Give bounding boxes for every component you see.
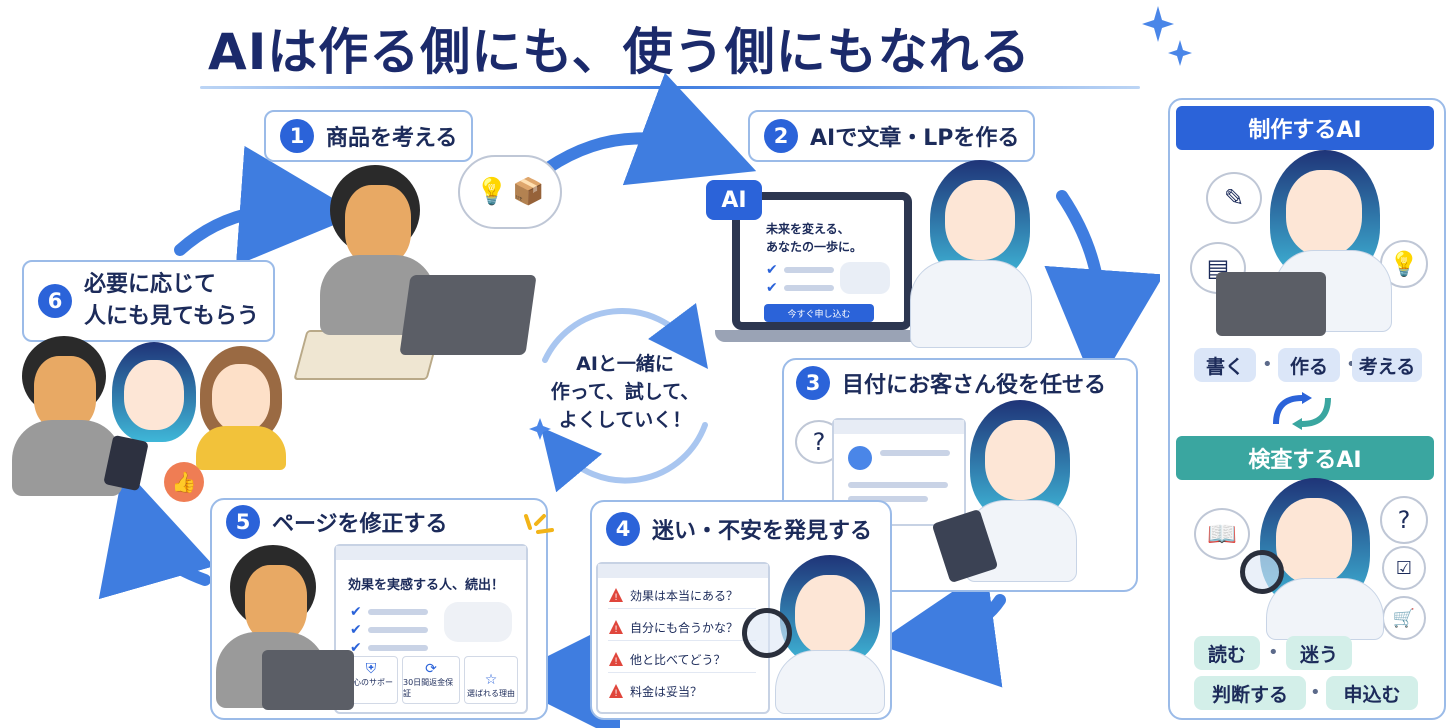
checklist-icon: ☑ bbox=[1382, 546, 1426, 590]
warning-icon: ! bbox=[609, 684, 623, 699]
arrow-1-to-2 bbox=[542, 72, 757, 186]
feature-badge-refund: ⟳30日間返金保証 bbox=[402, 656, 460, 704]
pencil-icon: ✎ bbox=[1206, 172, 1262, 224]
arrow-5-to-6 bbox=[98, 467, 215, 600]
girl-face bbox=[124, 360, 184, 430]
ai-roles-panel: 制作するAI ✎ ▤ 💡 書く • 作る • 考える 検査するAI 📖 ? ☑ … bbox=[1168, 98, 1446, 720]
browser-window-5: 効果を実感する人、続出！ ✔ ✔ ✔ ⛨安心のサポート ⟳30日間返金保証 ☆選… bbox=[334, 544, 528, 714]
woman-face bbox=[212, 364, 270, 432]
page-title: AIは作る側にも、使う側にもなれる bbox=[208, 23, 1031, 81]
lp-headline: 未来を変える、 あなたの一歩に。 bbox=[766, 222, 863, 254]
chip-think: 考える bbox=[1352, 348, 1422, 382]
thought-bubble: 💡 📦 bbox=[458, 155, 562, 229]
thumbs-up-icon: 👍 bbox=[164, 462, 204, 502]
question-icon: ? bbox=[1380, 496, 1428, 544]
lightbulb-icon: 💡 bbox=[475, 177, 508, 207]
sneaker-image bbox=[840, 262, 890, 294]
shield-icon: ⛨ bbox=[365, 661, 377, 677]
laptop-panel bbox=[1216, 272, 1326, 336]
user-avatar-icon bbox=[848, 446, 872, 470]
lp-apply-button[interactable]: 今すぐ申し込む bbox=[764, 304, 874, 322]
girl-face bbox=[985, 420, 1055, 500]
feature-badge-reason: ☆選ばれる理由 bbox=[464, 656, 518, 704]
cart-icon: 🛒 bbox=[1382, 596, 1426, 640]
magnifier-icon bbox=[742, 608, 792, 658]
svg-text:!: ! bbox=[614, 625, 618, 635]
chip-apply: 申込む bbox=[1326, 676, 1418, 710]
warning-icon: ! bbox=[609, 588, 623, 603]
girl-hoodie bbox=[910, 260, 1032, 348]
inspect-ai-header: 検査するAI bbox=[1176, 436, 1434, 480]
laptop-1 bbox=[399, 275, 537, 355]
man-face bbox=[345, 185, 411, 265]
woman-shirt bbox=[196, 426, 286, 470]
center-sparkle-icon bbox=[529, 418, 551, 440]
chip-hesitate: 迷う bbox=[1286, 636, 1352, 670]
chip-make: 作る bbox=[1278, 348, 1340, 382]
center-cycle-arrow-bottom bbox=[540, 422, 708, 493]
chip-write: 書く bbox=[1194, 348, 1256, 382]
browser-window-4: !効果は本当にある？ !自分にも合うかな？ !他と比べてどう？ !料金は妥当？ bbox=[596, 562, 770, 714]
sparkle-lines-icon bbox=[524, 514, 554, 534]
box-icon: 📦 bbox=[512, 177, 545, 207]
cycle-arrows bbox=[98, 72, 1160, 728]
man-face bbox=[245, 565, 307, 641]
check-icon: ✔ bbox=[350, 604, 362, 620]
center-message: AIと一緒に 作って、試して、 よくしていく！ bbox=[550, 353, 700, 431]
svg-text:!: ! bbox=[614, 689, 618, 699]
star-icon: ☆ bbox=[484, 672, 498, 688]
warning-icon: ! bbox=[609, 620, 623, 635]
arrow-6-to-1 bbox=[174, 145, 360, 266]
step-6-label: 6 必要に応じて 人にも見てもらう bbox=[22, 260, 275, 342]
magnifier-icon bbox=[1240, 550, 1284, 594]
girl-face bbox=[795, 575, 865, 655]
ai-badge: AI bbox=[706, 180, 762, 220]
question-row: !料金は妥当？ bbox=[608, 678, 756, 704]
check-icon: ✔ bbox=[350, 640, 362, 656]
sparkle-icon bbox=[1142, 6, 1192, 66]
question-row: !効果は本当にある？ bbox=[608, 582, 756, 609]
girl-face bbox=[1276, 498, 1352, 584]
laptop-5 bbox=[262, 650, 354, 710]
man-face bbox=[34, 356, 96, 430]
create-ai-header: 制作するAI bbox=[1176, 106, 1434, 150]
check-icon: ✔ bbox=[350, 622, 362, 638]
question-row: !自分にも合うかな？ bbox=[608, 614, 756, 641]
svg-text:!: ! bbox=[614, 593, 618, 603]
warning-icon: ! bbox=[609, 652, 623, 667]
chip-judge: 判断する bbox=[1194, 676, 1306, 710]
laptop-2-screen: 未来を変える、 あなたの一歩に。 ✔ ✔ 今すぐ申し込む bbox=[732, 192, 912, 330]
svg-text:!: ! bbox=[614, 657, 618, 667]
center-cycle-arrow-top bbox=[542, 302, 709, 369]
book-icon: 📖 bbox=[1194, 508, 1250, 560]
swap-arrows-icon bbox=[1273, 392, 1331, 430]
check-icon: ✔ bbox=[766, 262, 778, 278]
sneaker-image bbox=[444, 602, 512, 642]
arrow-2-to-3 bbox=[1044, 190, 1160, 390]
refresh-icon: ⟳ bbox=[425, 661, 437, 677]
girl-hoodie bbox=[775, 650, 885, 714]
girl-face bbox=[945, 180, 1015, 260]
girl-hoodie bbox=[1266, 578, 1384, 640]
question-row: !他と比べてどう？ bbox=[608, 646, 756, 673]
chip-read: 読む bbox=[1194, 636, 1260, 670]
man-hoodie bbox=[12, 420, 122, 496]
arrow-3-to-4 bbox=[875, 568, 1006, 688]
girl-face bbox=[1286, 170, 1362, 256]
page-headline: 効果を実感する人、続出！ bbox=[348, 578, 505, 593]
check-icon: ✔ bbox=[766, 280, 778, 296]
